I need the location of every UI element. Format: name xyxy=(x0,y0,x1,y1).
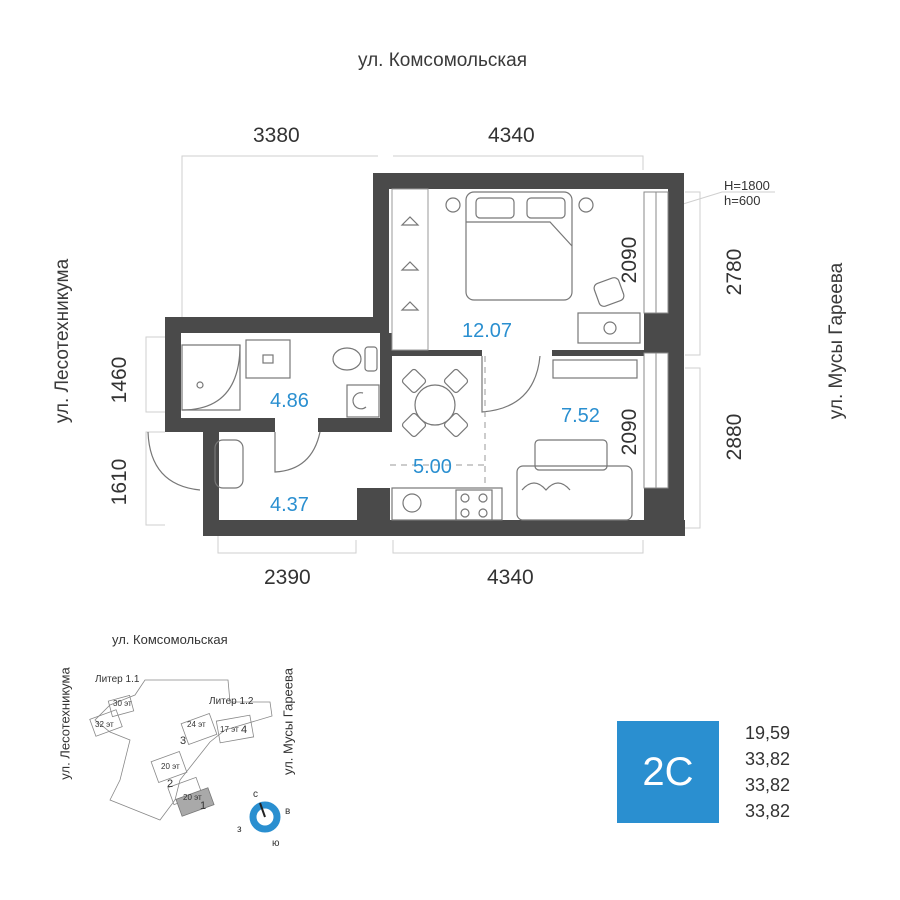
site-section-2: 2 xyxy=(167,778,174,790)
compass-icon xyxy=(249,801,281,833)
compass-east: в xyxy=(285,806,291,817)
site-floor-17: 17 эт xyxy=(220,725,239,734)
compass-west: з xyxy=(237,824,242,835)
site-floor-32: 32 эт xyxy=(95,720,114,729)
floor-plan xyxy=(145,155,775,554)
area-living: 7.52 xyxy=(561,405,600,427)
window-sill-label: h=600 xyxy=(724,193,761,208)
total-line-4: 33,82 xyxy=(745,801,791,821)
site-section-3: 3 xyxy=(180,735,187,747)
apartment-totals: 19,59 33,82 33,82 33,82 xyxy=(745,720,790,824)
area-bathroom: 4.86 xyxy=(270,390,309,412)
area-kitchen: 5.00 xyxy=(413,456,452,478)
site-floor-24: 24 эт xyxy=(187,720,206,729)
street-top-label: ул. Комсомольская xyxy=(358,50,527,71)
site-street-left: ул. Лесотехникума xyxy=(57,667,73,780)
total-line-1: 19,59 xyxy=(745,723,791,743)
window-height-label: H=1800 xyxy=(724,178,770,193)
site-map xyxy=(89,679,281,833)
site-floor-20-a: 20 эт xyxy=(161,762,180,771)
site-section-1: 1 xyxy=(200,800,207,812)
site-liter-1: Литер 1.1 xyxy=(95,674,140,685)
area-hall: 4.37 xyxy=(270,494,309,516)
total-line-2: 33,82 xyxy=(745,749,791,769)
dim-bottom-right: 4340 xyxy=(487,566,534,589)
site-floor-20-b: 20 эт xyxy=(183,793,202,802)
site-liter-2: Литер 1.2 xyxy=(209,696,254,707)
compass-south: ю xyxy=(272,838,280,849)
site-floor-30: 30 эт xyxy=(113,699,132,708)
dim-top-right: 4340 xyxy=(488,124,535,147)
site-street-top: ул. Комсомольская xyxy=(112,632,228,647)
total-line-3: 33,82 xyxy=(745,775,791,795)
site-section-4: 4 xyxy=(241,724,248,736)
dim-top-left: 3380 xyxy=(253,124,300,147)
apartment-type-badge: 2С xyxy=(617,721,719,823)
dim-bottom-left: 2390 xyxy=(264,566,311,589)
area-bedroom: 12.07 xyxy=(462,320,513,342)
site-highlight-section xyxy=(175,787,215,817)
compass-north: с xyxy=(253,789,258,800)
